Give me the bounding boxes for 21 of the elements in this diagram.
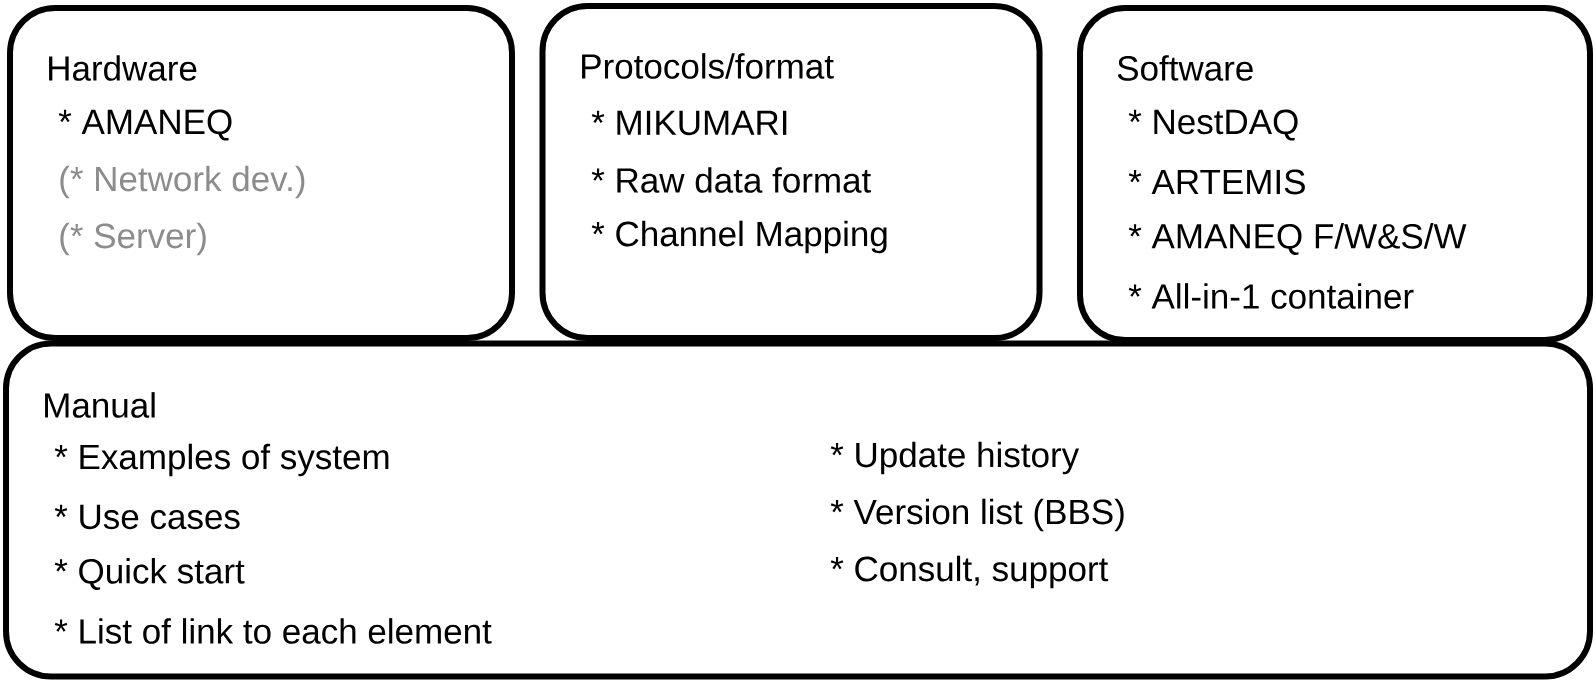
heading: Software xyxy=(1117,55,1253,81)
heading: Manual xyxy=(45,392,155,418)
list-item: * ARTEMIS xyxy=(1128,169,1305,195)
list-item: * Update history xyxy=(830,441,1080,475)
list-item: * All-in-1 container xyxy=(1128,283,1414,309)
list-item: * AMANEQ F/W&S/W xyxy=(1128,223,1467,255)
list-item: * Version list (BBS) xyxy=(830,498,1124,532)
list-item: (* Network dev.) xyxy=(60,165,305,199)
list-item: * NestDAQ xyxy=(1128,109,1298,141)
list-item: * List of link to each element xyxy=(54,618,492,644)
heading: Protocols/format xyxy=(582,53,834,79)
list-item: * Channel Mapping xyxy=(591,220,887,254)
list-item: * Quick start xyxy=(54,558,245,590)
list-item: * Examples of system xyxy=(54,443,389,477)
list-item: * Consult, support xyxy=(830,555,1109,589)
list-item: * MIKUMARI xyxy=(591,110,787,136)
list-item: * Use cases xyxy=(54,504,240,530)
list-item: * AMANEQ xyxy=(58,109,232,141)
list-item: * Raw data format xyxy=(591,167,871,193)
list-item: (* Server) xyxy=(60,222,206,256)
heading: Hardware xyxy=(49,55,197,81)
